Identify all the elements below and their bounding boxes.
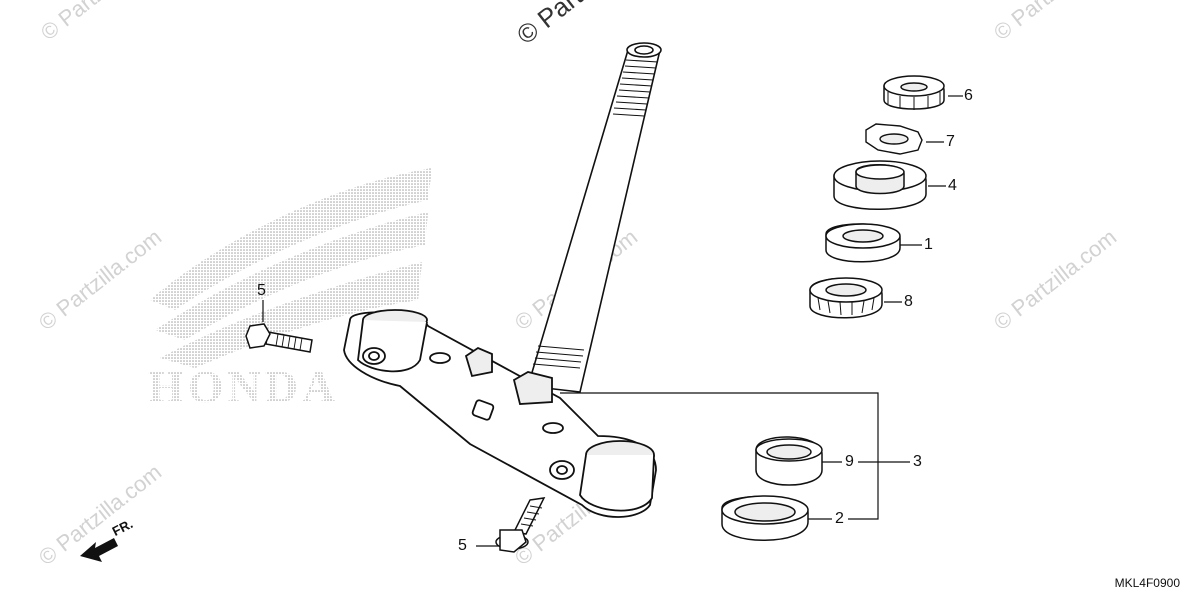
- flange-bolt-upper: [245, 323, 313, 353]
- callout-2: 2: [835, 510, 844, 527]
- flange-bolt-lower: [495, 497, 546, 553]
- callout-8: 8: [904, 293, 913, 310]
- part-4-adjusting-nut: [833, 160, 927, 210]
- part-8-roller-bearing: [809, 277, 883, 319]
- part-1-dust-seal: [825, 223, 901, 263]
- callout-7: 7: [946, 133, 955, 150]
- honda-logo-text: HONDA: [148, 361, 339, 412]
- leader-lines: [262, 95, 963, 547]
- honda-wing-logo: HONDA: [148, 168, 432, 412]
- front-direction-arrow: [80, 538, 118, 562]
- part-6-stem-nut: [883, 75, 945, 110]
- callout-6: 6: [964, 87, 973, 104]
- diagram-code: MKL4F0900: [1114, 576, 1180, 590]
- part-9-bearing: [755, 436, 823, 486]
- callout-4: 4: [948, 177, 957, 194]
- steering-stem-shaft: [526, 42, 662, 393]
- part-2-dust-seal: [721, 495, 809, 541]
- part-7-lock-washer: [865, 123, 923, 155]
- callout-9: 9: [845, 453, 854, 470]
- bottom-bridge: [343, 309, 657, 518]
- callout-3: 3: [913, 453, 922, 470]
- callout-1: 1: [924, 236, 933, 253]
- callout-5-lower: 5: [458, 537, 467, 554]
- callout-5-upper: 5: [257, 282, 266, 299]
